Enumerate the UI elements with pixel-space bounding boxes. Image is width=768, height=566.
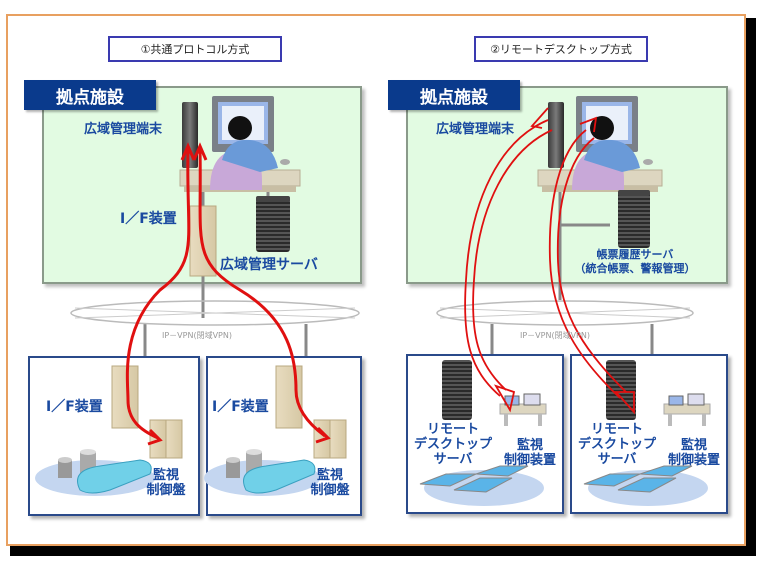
method-1-terminal-label: 広域管理端末	[84, 122, 163, 137]
method-1-if-device-label: I／F装置	[120, 211, 177, 227]
device-label-line1: 監視	[680, 438, 707, 453]
method-1-workstation-icon	[179, 96, 301, 192]
method-1-server-label: 広域管理サーバ	[220, 257, 318, 273]
method-1-remote-1-device-label: I／F装置	[46, 399, 103, 415]
method-2-remote-2-device-label: 監視 制御装置	[662, 438, 726, 468]
server-label-line1: リモート	[590, 422, 643, 437]
device-label-line2: 制御装置	[503, 453, 556, 468]
panel-label-line2: 制御盤	[310, 483, 350, 498]
method-2-terminal-tower-icon	[548, 102, 564, 168]
method-2-report-server-icon	[618, 190, 650, 248]
method-1-remote-2-graphics	[204, 365, 347, 496]
server-label-line3: サーバ	[597, 452, 637, 467]
method-2-site-tag: 拠点施設	[388, 80, 520, 110]
server-label-line2: デスクトップ	[413, 437, 492, 452]
method-2-network-label: IP－VPN(閉域VPN)	[520, 331, 590, 340]
method-2-title: ②リモートデスクトップ方式	[474, 36, 648, 62]
server-label-line1: 帳票履歴サーバ	[596, 248, 674, 261]
method-1-remote-1-panel-label: 監視 制御盤	[144, 468, 188, 498]
method-2-remote-1-server-label: リモート デスクトップ サーバ	[410, 422, 496, 467]
server-label-line2: デスクトップ	[577, 437, 656, 452]
method-1-server-icon	[256, 196, 290, 252]
method-2-workstation-icon	[537, 96, 663, 192]
device-label-line1: 監視	[516, 438, 543, 453]
server-label-line2: （統合帳票、警報管理）	[574, 262, 696, 275]
server-label-line3: サーバ	[433, 452, 473, 467]
method-2-remote-1-device-label: 監視 制御装置	[498, 438, 562, 468]
method-1-remote-2-device-label: I／F装置	[212, 399, 269, 415]
method-2-terminal-label: 広域管理端末	[436, 122, 515, 137]
method-1-site-tag: 拠点施設	[24, 80, 156, 110]
method-2-server-label: 帳票履歴サーバ （統合帳票、警報管理）	[560, 248, 710, 276]
panel-label-line1: 監視	[316, 468, 343, 483]
device-label-line2: 制御装置	[667, 453, 720, 468]
server-label-line1: リモート	[426, 422, 479, 437]
method-1-vpn-cloud	[70, 300, 360, 326]
method-1-remote-2-panel-label: 監視 制御盤	[308, 468, 352, 498]
method-2-remote-2-graphics	[583, 360, 711, 506]
method-2-remote-1-graphics	[419, 360, 547, 506]
method-2-arrows	[464, 107, 635, 415]
panel-label-line2: 制御盤	[146, 483, 186, 498]
method-2-remote-2-server-label: リモート デスクトップ サーバ	[574, 422, 660, 467]
method-1-title: ①共通プロトコル方式	[108, 36, 282, 62]
method-1-network-label: IP－VPN(閉域VPN)	[162, 331, 232, 340]
panel-label-line1: 監視	[152, 468, 179, 483]
method-1-arrows	[125, 142, 331, 446]
